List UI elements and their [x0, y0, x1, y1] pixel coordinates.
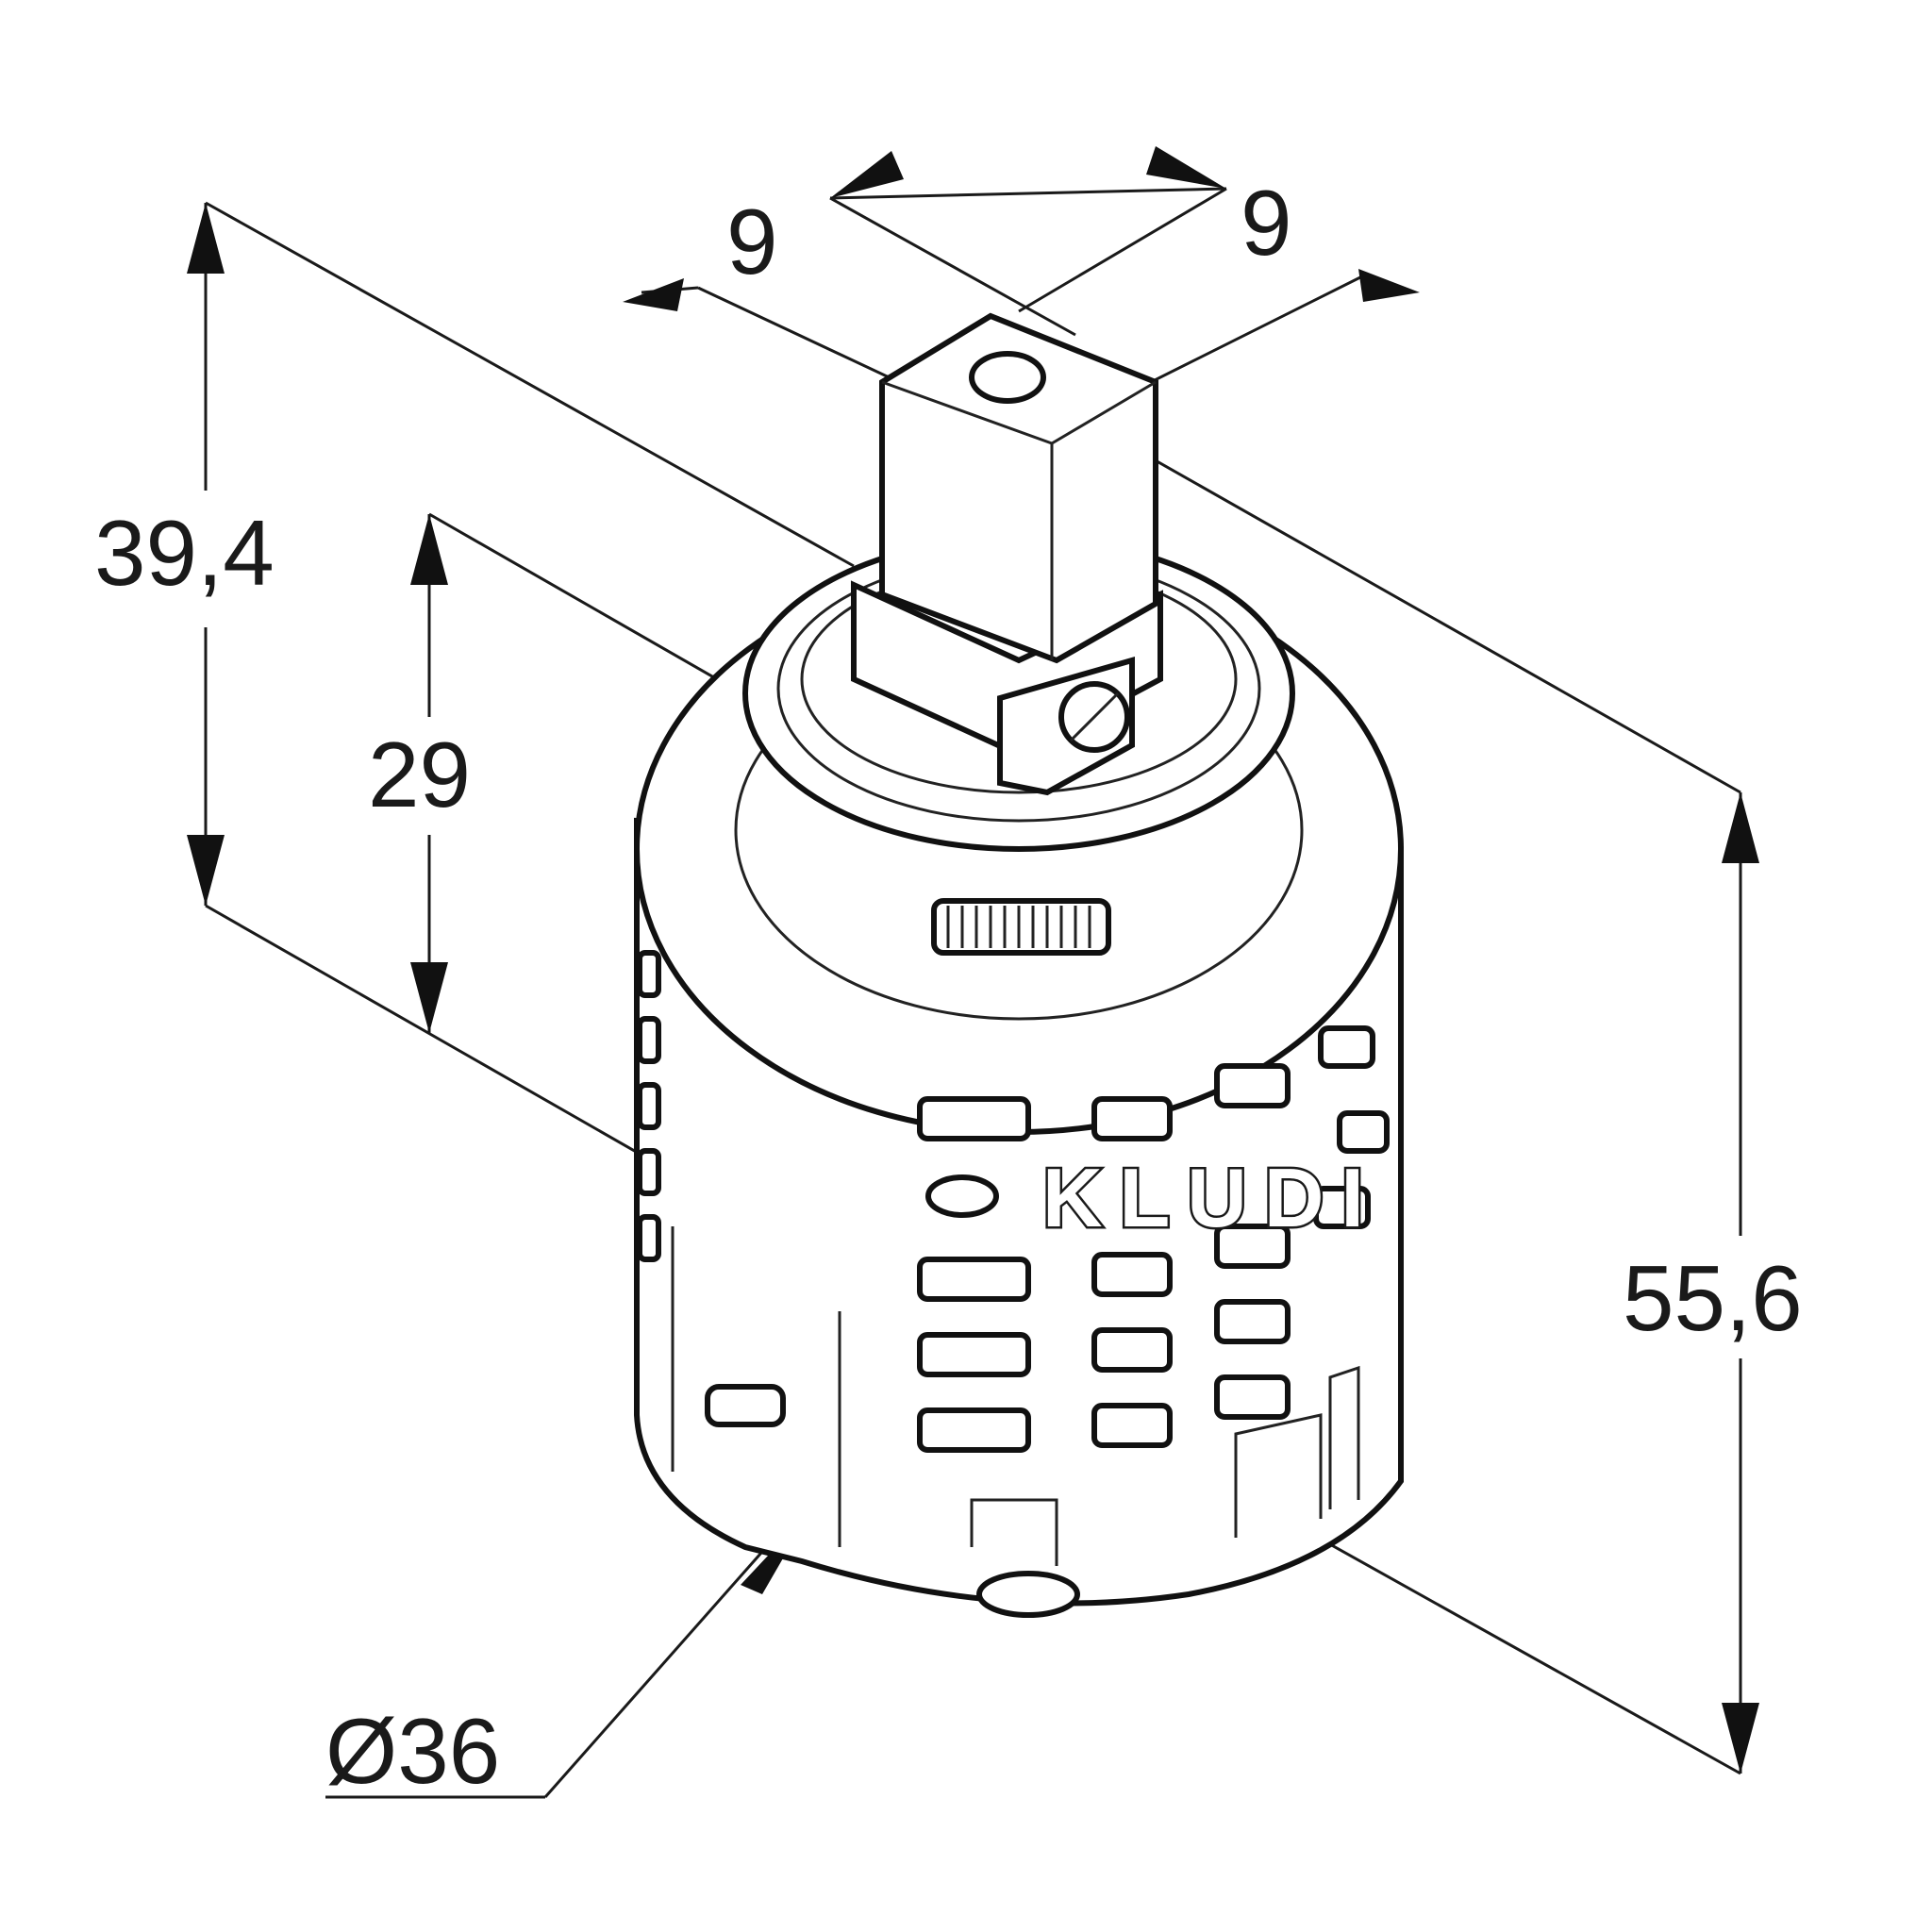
- stem: [851, 312, 1163, 796]
- dimension-labels: 9 9 39,4 29 55,6 Ø36: [94, 171, 1803, 1803]
- dim-stem-width-b: 9: [1241, 171, 1292, 275]
- brand-label: KLUDI: [1042, 1151, 1381, 1244]
- dim-diameter: Ø36: [325, 1699, 500, 1803]
- dim-height-body: 29: [368, 723, 471, 826]
- dim-height-total: 55,6: [1623, 1246, 1803, 1350]
- dim-height-upper: 39,4: [94, 501, 275, 605]
- vent-slots: [637, 950, 1390, 1453]
- dim-stem-width-a: 9: [726, 190, 778, 293]
